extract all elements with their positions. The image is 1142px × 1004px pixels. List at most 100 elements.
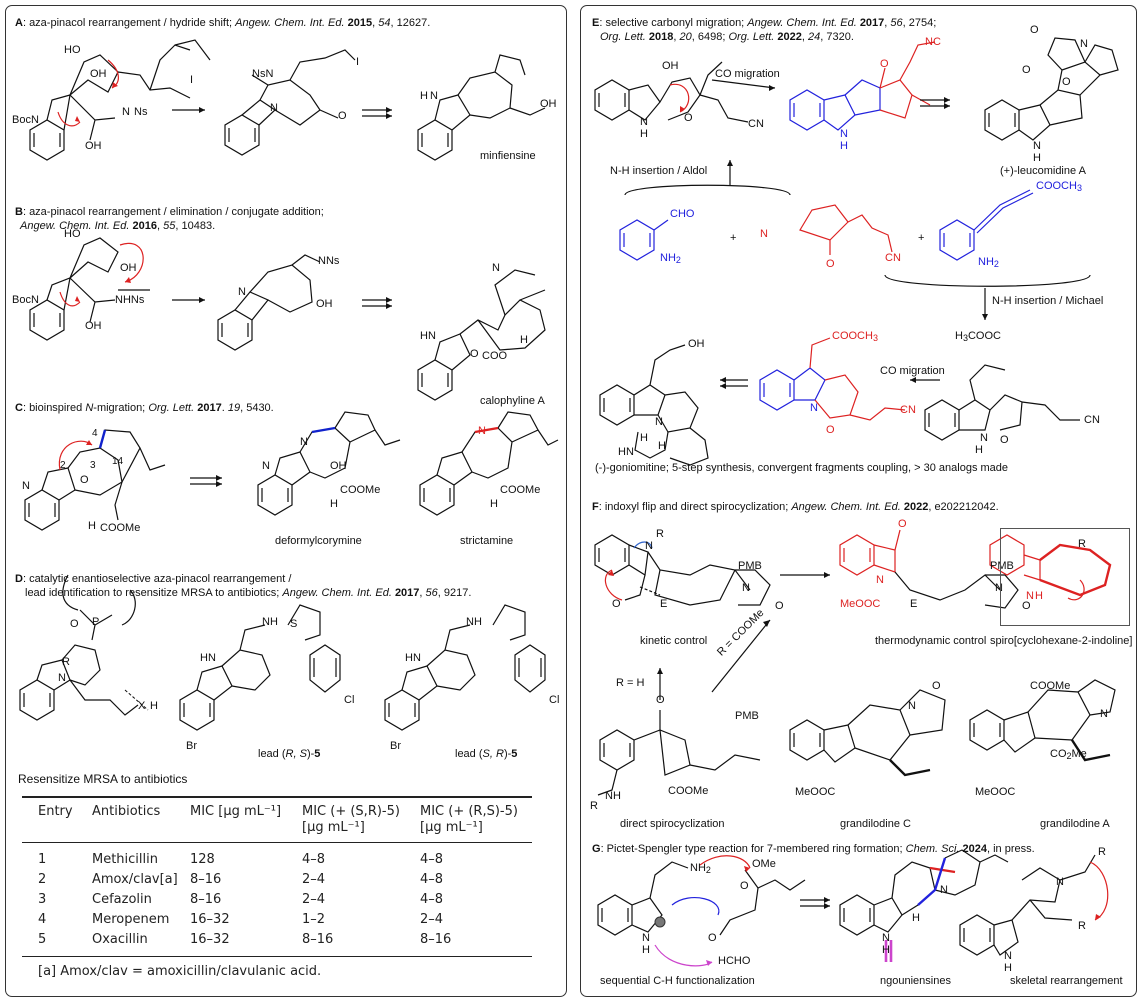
f-label-o4: O — [1022, 600, 1031, 612]
e-indole-blue — [759, 369, 795, 411]
table-bottom-rule — [22, 956, 532, 957]
panel-d-caption: D: catalytic enantioselective aza-pinaco… — [15, 572, 291, 586]
d-label-br-1: Br — [186, 740, 197, 752]
table-cell: 8–16 — [420, 932, 452, 947]
b-product-name: calophyline A — [480, 395, 545, 407]
g-label-n2: N — [882, 932, 890, 944]
table-cell: 2–4 — [302, 892, 326, 907]
c-label-o: O — [80, 474, 89, 486]
left-panel — [5, 5, 567, 997]
table-cell: Amox/clav[a] — [92, 872, 178, 887]
e-label-nc: NC — [925, 36, 941, 48]
e-label-o: O — [684, 112, 693, 124]
a-label-h: H — [420, 90, 428, 102]
panel-e-caption: E: selective carbonyl migration; Angew. … — [592, 17, 937, 29]
table-cell: 3 — [38, 892, 47, 907]
panel-a-caption: A: aza-pinacol rearrangement / hydride s… — [15, 17, 431, 29]
e-label-cooch3-text: COOCH — [1036, 180, 1077, 192]
table-cell: Methicillin — [92, 852, 158, 867]
d-label-hn-1: HN — [200, 652, 216, 664]
table-cell: 16–32 — [190, 932, 230, 947]
panel-c-text: : bioinspired — [22, 402, 86, 414]
c-product-2: strictamine — [460, 535, 514, 547]
d-chlorophenyl-1 — [309, 644, 341, 693]
e-benzene-1 — [594, 79, 630, 121]
b-benzene-3 — [417, 359, 453, 401]
e-label-nh-2: N — [840, 128, 848, 140]
e-aminobenzaldehyde — [619, 219, 655, 261]
g-label-n4: N — [1056, 876, 1064, 888]
f-label-n2: N — [742, 582, 750, 594]
panel-d-line-1: : catalytic enantioselective aza-pinacol… — [22, 573, 292, 585]
c-benzene-3 — [419, 474, 455, 516]
a-label-n-3: N — [430, 90, 438, 102]
f-label-n9: N — [1100, 708, 1108, 720]
d-label-hn-2: HN — [405, 652, 421, 664]
f-benzene-1 — [594, 534, 630, 576]
panel-a-year: 2015 — [347, 17, 373, 29]
a-label-ho: HO — [64, 44, 81, 56]
e-label-o2: O — [880, 58, 889, 70]
right-panel — [580, 5, 1137, 997]
panel-g-caption: G: Pictet-Spengler type reaction for 7-m… — [592, 842, 1035, 856]
panel-d-year: 2017 — [394, 587, 420, 599]
e-benzene-2 — [984, 99, 1020, 141]
panel-b-caption: B: aza-pinacol rearrangement / eliminati… — [15, 205, 324, 219]
a-label-n-1: N — [122, 106, 130, 118]
g-label-r2: R — [1078, 920, 1086, 932]
a-label-oh-3: OH — [540, 98, 557, 110]
panel-f-text: : indoxyl flip and direct spirocyclizati… — [598, 501, 792, 513]
panel-c-journal: Org. Lett. — [148, 402, 195, 414]
panel-e-letter: E — [592, 17, 600, 29]
e-label-cn3: CN — [885, 252, 901, 264]
f-label-r3: R — [590, 800, 598, 812]
table-cell: 128 — [190, 852, 215, 867]
table-cell: 4–8 — [420, 852, 444, 867]
f-label-meooc3: MeOOC — [975, 786, 1016, 798]
e-label-o6: O — [826, 258, 835, 270]
d-benzene-1 — [19, 679, 55, 721]
panel-d-letter: D — [15, 573, 23, 585]
a-benzene-3 — [417, 119, 453, 161]
c-label-h: H — [88, 520, 96, 532]
d-lead-1-number: 5 — [314, 748, 321, 760]
e-co-migration-1: CO migration — [715, 68, 780, 80]
g-skeletal: skeletal rearrangement — [1010, 975, 1123, 987]
table-cell: 2 — [38, 872, 47, 887]
panel-e-year-1: 2017 — [859, 17, 885, 29]
e-diazoketone — [799, 204, 849, 241]
g-benzene-1 — [597, 894, 633, 936]
b-benzene-2 — [217, 309, 253, 351]
g-label-nh2: NH2 — [690, 862, 711, 875]
g-benzene-2 — [839, 894, 875, 936]
e-plus-2: + — [918, 232, 925, 244]
d-label-br-2: Br — [390, 740, 401, 752]
f-label-n4: N — [995, 582, 1003, 594]
d-label-n: N — [58, 672, 66, 684]
e-label-h3cooc: H3COOC — [955, 330, 1001, 343]
table-cell: 2–4 — [302, 872, 326, 887]
e-label-hn: HN — [618, 446, 634, 458]
e-label-o8: O — [826, 424, 835, 436]
table-cell: 1 — [38, 852, 47, 867]
e-benzene-3 — [924, 399, 960, 441]
a-product-name: minfiensine — [480, 150, 536, 162]
panel-e-text: : selective carbonyl migration; — [599, 17, 748, 29]
a-label-oh-2: OH — [85, 140, 102, 152]
panel-f-pages: , e202212042. — [928, 501, 999, 513]
e-label-nh2-b-text: NH — [978, 256, 994, 268]
table-mid-rule — [22, 842, 532, 843]
panel-e-year-3: 2022 — [777, 31, 802, 43]
e-label-cho: CHO — [670, 208, 695, 220]
d-label-r: R — [62, 656, 70, 668]
f-label-coome2: COOMe — [1030, 680, 1071, 692]
d-lead-2-label: lead ( — [455, 748, 483, 760]
f-grandilodine-a: grandilodine A — [1040, 818, 1110, 830]
panel-b-text: : aza-pinacol rearrangement / eliminatio… — [22, 206, 324, 218]
panel-b-journal: Angew. Chem. Int. Ed. — [20, 220, 130, 232]
e-label-h-4: H — [975, 444, 983, 456]
a-label-nsn: NsN — [252, 68, 274, 80]
c-product-1: deformylcorymine — [275, 535, 362, 547]
c-label-4: 4 — [92, 428, 98, 439]
g-label-r: R — [1098, 846, 1106, 858]
